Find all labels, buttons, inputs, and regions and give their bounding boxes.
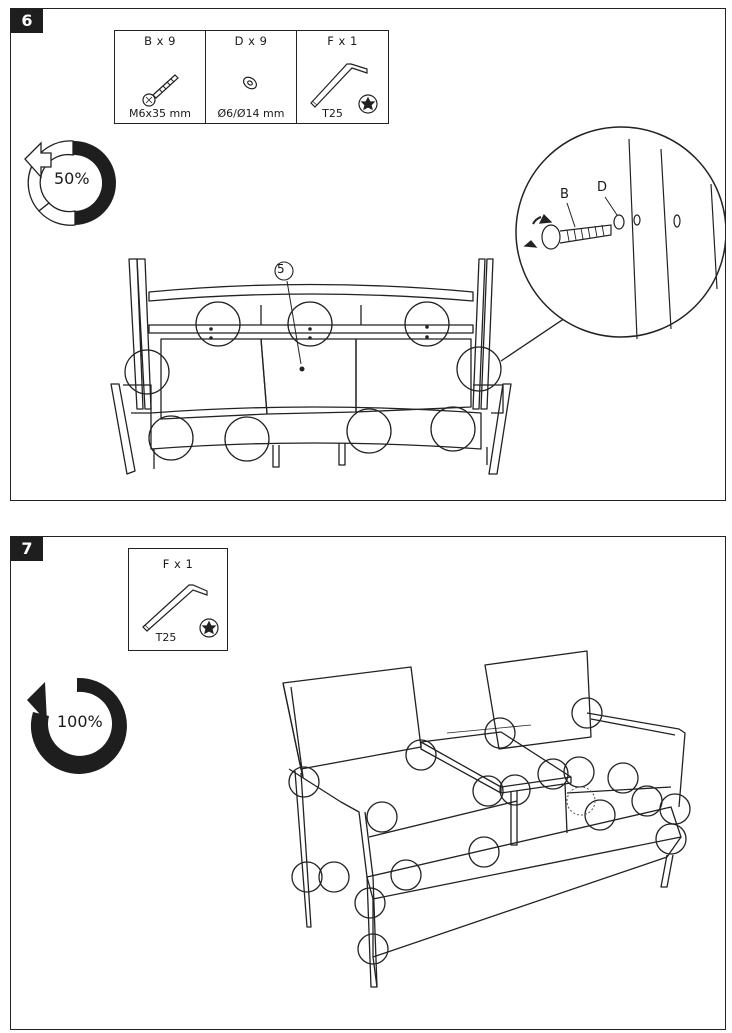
torx-key-icon	[142, 584, 219, 638]
rotation-50-icon	[24, 140, 116, 226]
part-spec: T25	[322, 107, 343, 120]
part-name: F x 1	[327, 34, 358, 48]
callout-label-b: B	[560, 187, 569, 202]
rotation-100-icon	[27, 677, 127, 774]
step-number: 6	[11, 9, 43, 33]
bolt-icon	[142, 74, 179, 107]
part-label-5: 5	[277, 262, 285, 276]
assembled-bench-diagram	[282, 650, 691, 988]
tighten-percent: 50%	[54, 169, 90, 188]
part-spec: M6x35 mm	[129, 107, 191, 120]
part-name: F x 1	[162, 557, 194, 571]
screw-position-markers	[288, 697, 691, 965]
part-bolt: B x 9 M6x35 mm	[115, 31, 206, 123]
tighten-percent: 100%	[57, 712, 103, 731]
torx-key-icon	[310, 63, 378, 114]
bench-frame-diagram	[110, 126, 725, 475]
step-6-panel: 6 B x 9 M6x35 mm D x 9 Ø6/Ø	[10, 8, 726, 501]
step-number: 7	[11, 537, 43, 561]
screw-position-markers	[124, 301, 502, 462]
step-7-panel: 7 F x 1 T25 100%	[10, 536, 726, 1030]
part-spec: Ø6/Ø14 mm	[217, 107, 285, 120]
part-torx-key: F x 1 T25	[129, 549, 227, 650]
part-torx-key: F x 1 T25	[297, 31, 388, 123]
parts-box: F x 1 T25	[128, 548, 228, 651]
washer-icon	[242, 76, 258, 90]
part-name: D x 9	[234, 34, 268, 48]
callout-label-d: D	[597, 180, 608, 195]
part-spec: T25	[155, 631, 177, 644]
part-washer: D x 9 Ø6/Ø14 mm	[206, 31, 297, 123]
parts-box: B x 9 M6x35 mm D x 9 Ø6/Ø14 mm	[114, 30, 389, 124]
part-name: B x 9	[144, 34, 176, 48]
